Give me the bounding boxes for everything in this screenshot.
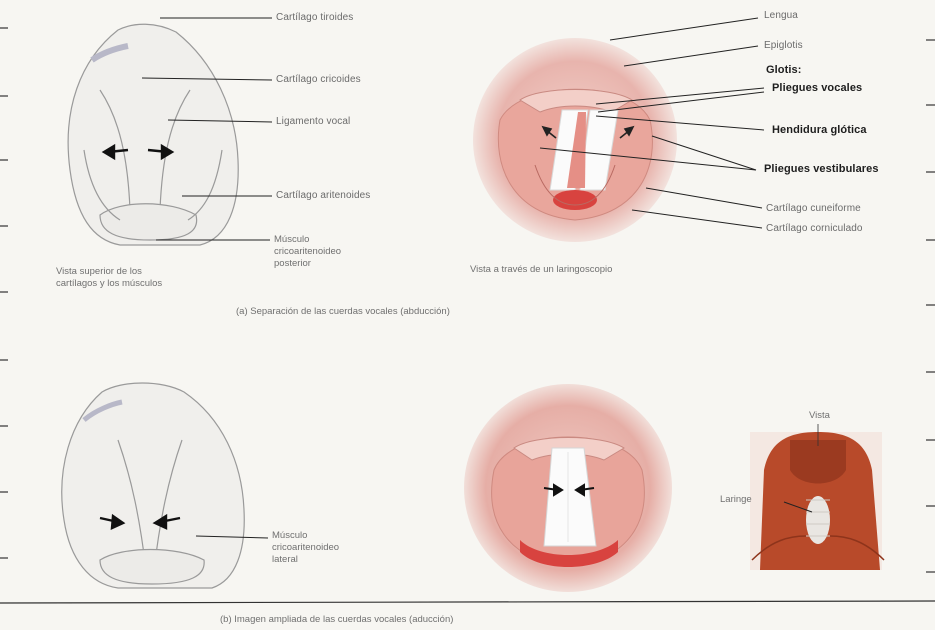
label-inset-larynx: Laringe <box>720 494 752 505</box>
caption-laryngoscope-view: Vista a través de un laringoscopio <box>470 264 612 275</box>
label-inset-view: Vista <box>809 410 830 421</box>
cartilage-drawing-b <box>62 383 244 588</box>
label-vestibular-folds: Pliegues vestibulares <box>764 163 879 175</box>
label-epiglottis: Epiglotis <box>764 40 803 51</box>
label-tongue: Lengua <box>764 10 798 21</box>
caption-superior-view: Vista superior de los cartílagos y los m… <box>56 266 174 290</box>
caption-figure-b: (b) Imagen ampliada de las cuerdas vocal… <box>220 614 453 625</box>
laryngoscope-view-a <box>473 38 677 242</box>
label-rima-glottidis: Hendidura glótica <box>772 124 867 136</box>
cartilage-drawing-a <box>68 24 238 245</box>
label-cuneiform-cartilage: Cartílago cuneiforme <box>766 203 861 214</box>
label-corniculate-cartilage: Cartílago corniculado <box>766 223 863 234</box>
label-vocal-ligament: Ligamento vocal <box>276 116 350 127</box>
label-cricoid-cartilage: Cartílago cricoides <box>276 74 361 85</box>
label-posterior-muscle: Músculo cricoaritenoideo posterior <box>274 234 362 270</box>
label-arytenoid-cartilage: Cartílago aritenoides <box>276 190 370 201</box>
label-thyroid-cartilage: Cartílago tiroides <box>276 12 353 23</box>
laryngoscope-view-b <box>464 384 672 592</box>
label-glottis: Glotis: <box>766 64 802 76</box>
bottom-rule <box>0 601 935 603</box>
neck-inset <box>750 432 884 570</box>
label-lateral-muscle: Músculo cricoaritenoideo lateral <box>272 530 358 566</box>
caption-figure-a: (a) Separación de las cuerdas vocales (a… <box>236 306 450 317</box>
label-vocal-folds: Pliegues vocales <box>772 82 862 94</box>
